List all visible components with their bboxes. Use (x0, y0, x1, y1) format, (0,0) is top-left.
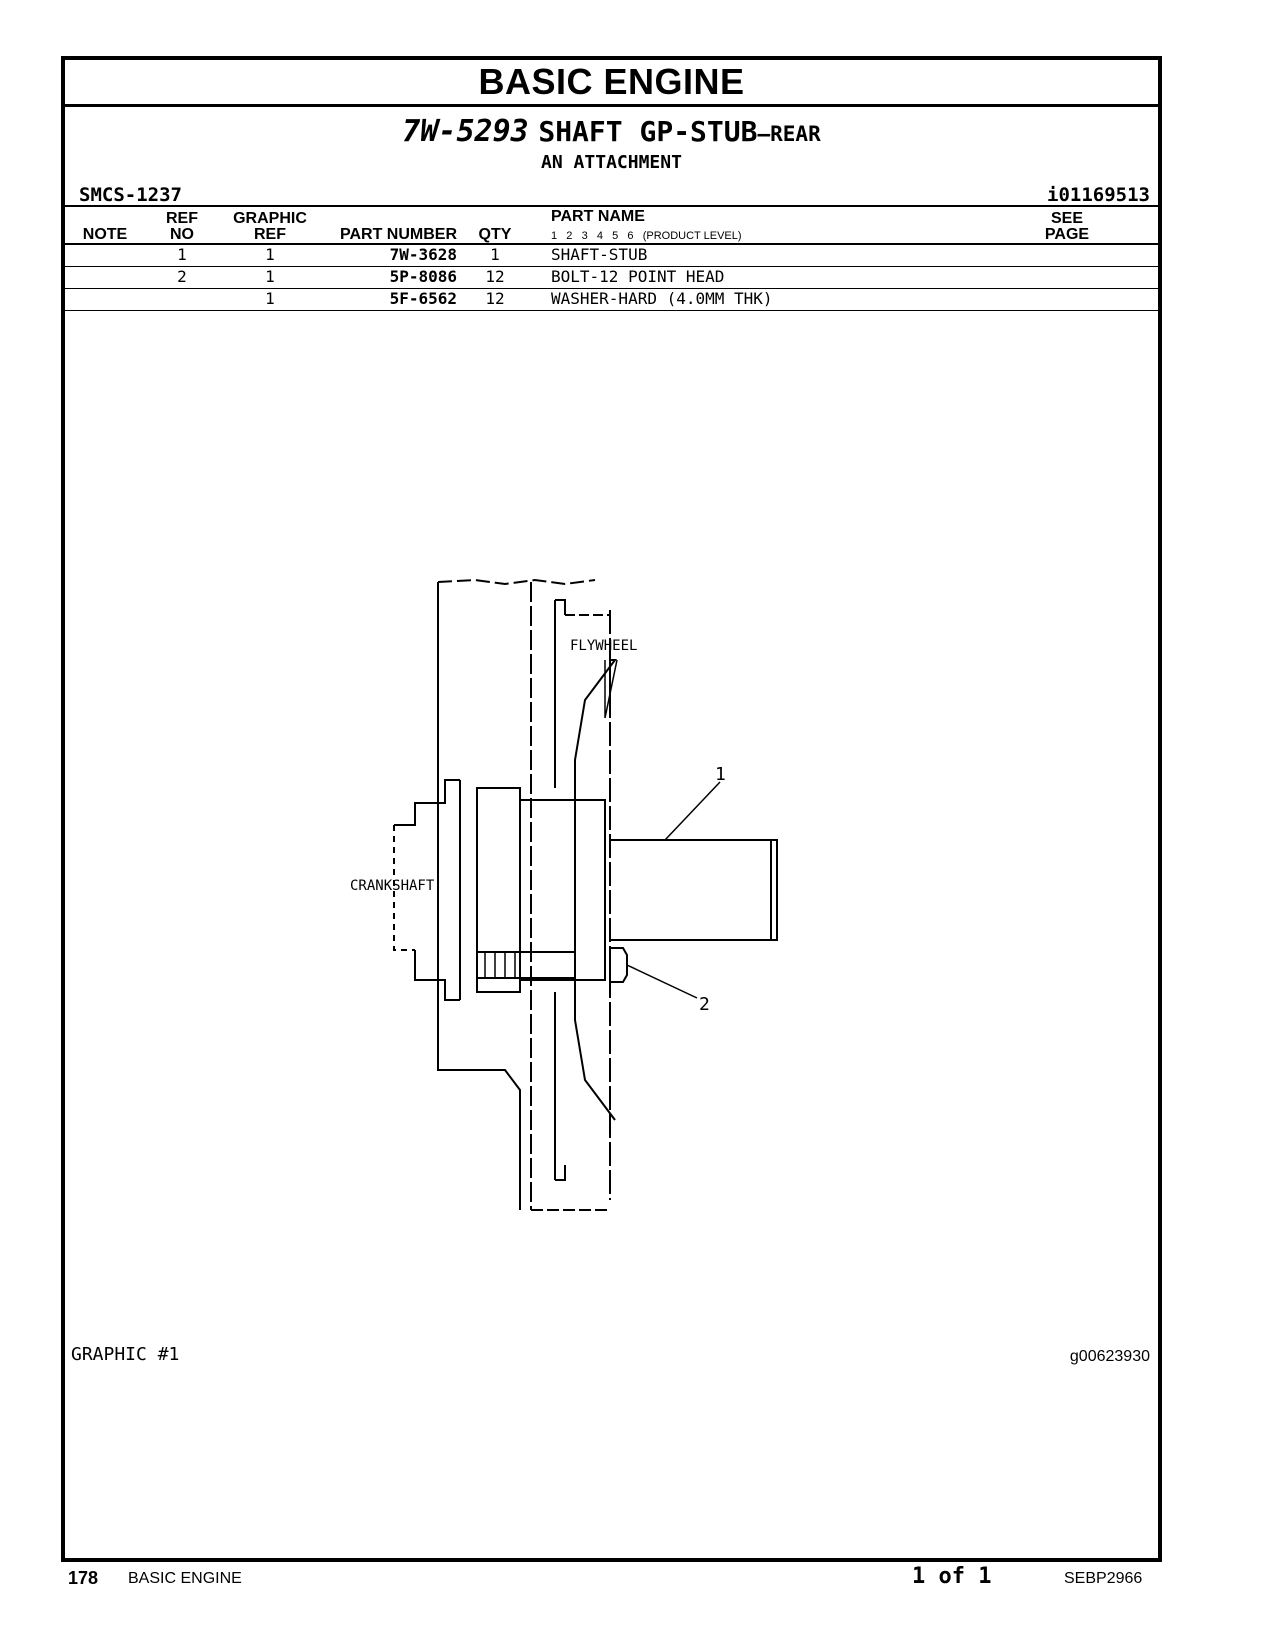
graphic-label: GRAPHIC #1 (71, 1344, 180, 1365)
attachment-label: AN ATTACHMENT (541, 152, 682, 173)
row-part-number: 5F-6562 (389, 289, 457, 308)
col-see-page-line2: PAGE (1044, 226, 1090, 243)
stub-shaft-body (610, 839, 778, 941)
col-ref-no-line1: REF (166, 210, 198, 227)
crankshaft-lower (414, 950, 460, 1001)
row-graphic-ref: 1 (265, 267, 275, 286)
header-bottom-rule (65, 243, 1158, 245)
callout-1: 1 (715, 764, 726, 785)
leader-2 (626, 964, 698, 999)
group-title: 7W-5293 SHAFT GP-STUB–REAR (65, 114, 1158, 149)
row-part-name: WASHER-HARD (4.0MM THK) (551, 289, 773, 308)
leader-flywheel (604, 659, 618, 719)
row-graphic-ref: 1 (265, 289, 275, 308)
footer-page-number: 178 (68, 1568, 99, 1588)
bolt-shank (476, 951, 576, 979)
flywheel-web-lower (520, 979, 616, 1121)
col-see-page-line1: SEE (1050, 210, 1083, 227)
document-ident: i01169513 (1047, 184, 1150, 206)
table-top-rule (65, 205, 1158, 207)
crankshaft-upper (394, 779, 460, 826)
page-frame: BASIC ENGINE 7W-5293 SHAFT GP-STUB–REAR … (61, 56, 1162, 1562)
row-qty: 1 (490, 245, 500, 264)
group-name: SHAFT GP-STUB (538, 115, 758, 148)
housing-outline (437, 582, 521, 1210)
graphic-id: g00623930 (1069, 1348, 1150, 1365)
housing-top-edge (437, 578, 596, 586)
col-ref-no-line2: NO (170, 226, 194, 243)
footer-page-of: 1 of 1 (912, 1564, 992, 1589)
row-part-name: SHAFT-STUB (551, 245, 648, 264)
col-product-levels: 1 2 3 4 5 6 (PRODUCT LEVEL) (551, 230, 742, 242)
smcs-code: SMCS-1237 (79, 184, 182, 206)
label-flywheel: FLYWHEEL (570, 638, 637, 654)
callout-2: 2 (699, 994, 710, 1015)
crank-flange (476, 787, 521, 993)
label-crankshaft: CRANKSHAFT (350, 878, 435, 894)
leader-1 (664, 781, 721, 841)
row-rule (65, 288, 1158, 289)
footer-section: BASIC ENGINE (128, 1570, 242, 1587)
group-suffix: –REAR (757, 122, 821, 146)
row-rule (65, 266, 1158, 267)
col-part-number: PART NUMBER (339, 226, 457, 243)
parts-diagram: FLYWHEEL CRANKSHAFT 1 2 (350, 578, 778, 1211)
group-part-number: 7W-5293 (402, 114, 529, 149)
bolt-head (609, 947, 628, 983)
row-qty: 12 (485, 289, 505, 308)
bolt-threads (484, 952, 516, 978)
row-part-name: BOLT-12 POINT HEAD (551, 267, 725, 286)
section-title: BASIC ENGINE (478, 61, 745, 102)
row-part-number: 7W-3628 (389, 245, 457, 264)
col-part-name: PART NAME (551, 208, 645, 225)
flywheel-web-upper (520, 659, 617, 801)
row-ref-no: 2 (177, 267, 187, 286)
footer-doc-id: SEBP2966 (1064, 1570, 1143, 1587)
col-note: NOTE (82, 226, 128, 243)
row-part-number: 5P-8086 (389, 267, 457, 286)
row-graphic-ref: 1 (265, 245, 275, 264)
row-ref-no: 1 (177, 245, 187, 264)
row-qty: 12 (485, 267, 505, 286)
col-qty: QTY (478, 226, 512, 243)
col-graphic-ref-line2: REF (254, 226, 286, 243)
stub-flange (574, 799, 606, 981)
section-title-band: BASIC ENGINE (65, 60, 1158, 107)
col-graphic-ref-line1: GRAPHIC (233, 210, 307, 227)
row-rule (65, 310, 1158, 311)
